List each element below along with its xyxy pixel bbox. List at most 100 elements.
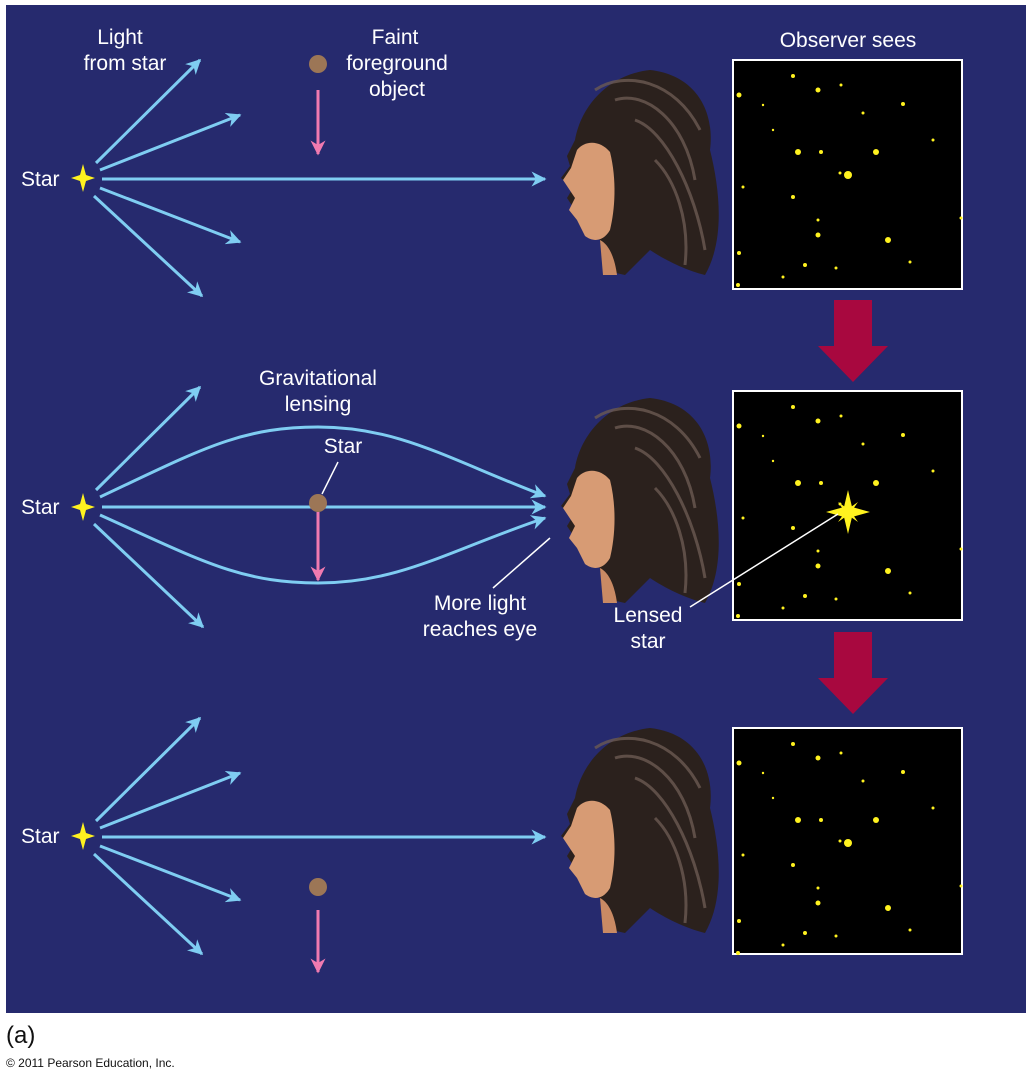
background-star <box>838 839 842 843</box>
background-star <box>959 547 963 551</box>
more-light-label-2: reaches eye <box>423 618 537 641</box>
background-star <box>959 884 963 888</box>
background-star <box>873 817 879 823</box>
foreground-object-3 <box>309 878 327 896</box>
more-light-label-1: More light <box>434 592 526 615</box>
background-star <box>736 283 740 287</box>
background-star <box>736 951 740 955</box>
background-star <box>816 886 820 890</box>
background-star <box>816 218 820 222</box>
background-star <box>741 185 745 189</box>
lensing-label-1: Gravitational <box>259 367 377 390</box>
background-star <box>861 442 865 446</box>
background-star <box>819 818 823 822</box>
background-star <box>771 128 775 132</box>
foreground-objects <box>309 55 327 896</box>
light-from-star-label-2: from star <box>84 52 167 75</box>
background-star <box>908 260 912 264</box>
background-star <box>844 839 852 847</box>
background-star <box>791 195 795 199</box>
source-stars <box>71 164 95 850</box>
background-star <box>737 582 741 586</box>
star-icon <box>71 493 95 521</box>
background-star <box>873 149 879 155</box>
leader-lines <box>321 461 839 608</box>
star-icon <box>71 822 95 850</box>
background-star <box>781 606 785 610</box>
background-star <box>736 423 742 429</box>
background-star <box>861 111 865 115</box>
background-star <box>741 516 745 520</box>
background-star <box>781 943 785 947</box>
background-star <box>815 563 821 569</box>
background-star <box>761 771 765 775</box>
background-star <box>908 591 912 595</box>
background-star <box>803 931 807 935</box>
down-arrow-1 <box>818 300 888 382</box>
background-star <box>795 817 801 823</box>
background-star <box>931 138 935 142</box>
background-star <box>737 919 741 923</box>
background-star <box>839 751 843 755</box>
background-star <box>803 594 807 598</box>
background-star <box>901 770 905 774</box>
background-star <box>803 263 807 267</box>
observer-views <box>732 59 963 955</box>
background-star <box>931 469 935 473</box>
foreground-label-1: Faint <box>372 26 419 49</box>
background-star <box>741 853 745 857</box>
background-star <box>844 171 852 179</box>
background-star <box>781 275 785 279</box>
background-star <box>834 266 838 270</box>
background-star <box>761 103 765 107</box>
background-star <box>815 232 821 238</box>
background-star <box>815 418 821 424</box>
foreground-object-1 <box>309 55 327 73</box>
background-star <box>791 742 795 746</box>
copyright: © 2011 Pearson Education, Inc. <box>6 1056 175 1070</box>
background-star <box>795 149 801 155</box>
background-star <box>791 74 795 78</box>
star-label-2: Star <box>21 496 60 519</box>
background-star <box>771 796 775 800</box>
observer-sees-label: Observer sees <box>780 29 917 52</box>
background-star <box>839 414 843 418</box>
background-star <box>838 171 842 175</box>
background-star <box>834 597 838 601</box>
foreground-object-2 <box>309 494 327 512</box>
background-star <box>908 928 912 932</box>
background-star <box>873 480 879 486</box>
star-label-1: Star <box>21 168 60 191</box>
background-star <box>819 150 823 154</box>
star-label-3: Star <box>21 825 60 848</box>
background-star <box>815 755 821 761</box>
background-star <box>736 92 742 98</box>
lensed-star-icon <box>826 490 870 534</box>
background-star <box>839 83 843 87</box>
background-star <box>791 405 795 409</box>
background-star <box>816 549 820 553</box>
lens-star-label: Star <box>324 435 363 458</box>
background-star <box>885 237 891 243</box>
background-star <box>736 614 740 618</box>
background-star <box>885 905 891 911</box>
background-star <box>791 863 795 867</box>
lensed-star-label-1: Lensed <box>614 604 683 627</box>
background-star <box>815 87 821 93</box>
background-star <box>885 568 891 574</box>
background-star <box>795 480 801 486</box>
background-star <box>861 779 865 783</box>
down-arrow-2 <box>818 632 888 714</box>
figure-caption: (a) <box>6 1022 36 1049</box>
background-star <box>736 760 742 766</box>
background-star <box>737 251 741 255</box>
background-star <box>901 102 905 106</box>
background-star <box>834 934 838 938</box>
light-from-star-label-1: Light <box>97 26 143 49</box>
background-star <box>819 481 823 485</box>
background-star <box>901 433 905 437</box>
lensing-label-2: lensing <box>285 393 352 416</box>
foreground-label-2: foreground <box>346 52 448 75</box>
star-icon <box>71 164 95 192</box>
